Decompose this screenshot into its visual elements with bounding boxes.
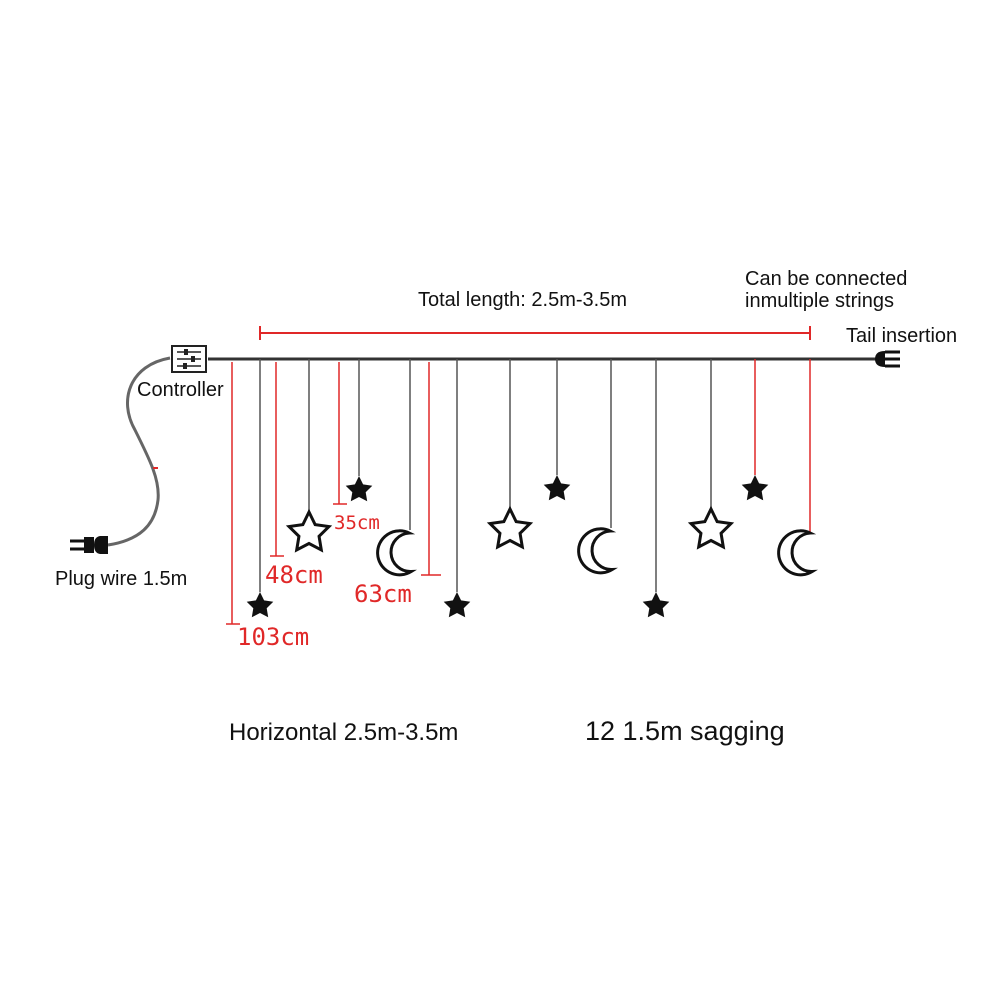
solid-star-icon [642, 592, 670, 618]
controller-label: Controller [137, 379, 224, 401]
total-length-label: Total length: 2.5m-3.5m [418, 289, 627, 311]
measure-35cm-label: 35cm [334, 512, 380, 534]
crescent-moon-icon [569, 520, 629, 581]
hollow-star-icon [689, 507, 733, 549]
measure-63cm-label: 63cm [354, 580, 412, 608]
measure-63cm-line [421, 362, 441, 576]
total-length-dimension [259, 326, 811, 340]
connect-label-line1: Can be connected [745, 268, 907, 290]
solid-star-icon [443, 592, 471, 618]
controller-box-icon [171, 345, 207, 373]
tail-insertion-label: Tail insertion [846, 325, 957, 347]
crescent-moon-icon [769, 522, 829, 583]
measure-103cm-line [226, 362, 240, 625]
plug-icon [70, 536, 108, 554]
connect-label-line2: inmultiple strings [745, 290, 894, 312]
measure-48cm-label: 48cm [265, 561, 323, 589]
solid-star-icon [246, 592, 274, 618]
hollow-star-icon [287, 510, 331, 552]
horizontal-label: Horizontal 2.5m-3.5m [229, 719, 458, 746]
tail-plug-icon [875, 350, 900, 368]
measure-103cm-label: 103cm [237, 623, 309, 651]
solid-star-icon [345, 476, 373, 502]
sagging-label: 12 1.5m sagging [585, 716, 785, 746]
measure-48cm-line [270, 362, 284, 557]
plug-wire-label: Plug wire 1.5m [55, 568, 187, 590]
solid-star-icon [741, 475, 769, 501]
solid-star-icon [543, 475, 571, 501]
hollow-star-icon [488, 507, 532, 549]
measure-35cm-line [333, 362, 347, 505]
plug-wire [107, 356, 171, 547]
